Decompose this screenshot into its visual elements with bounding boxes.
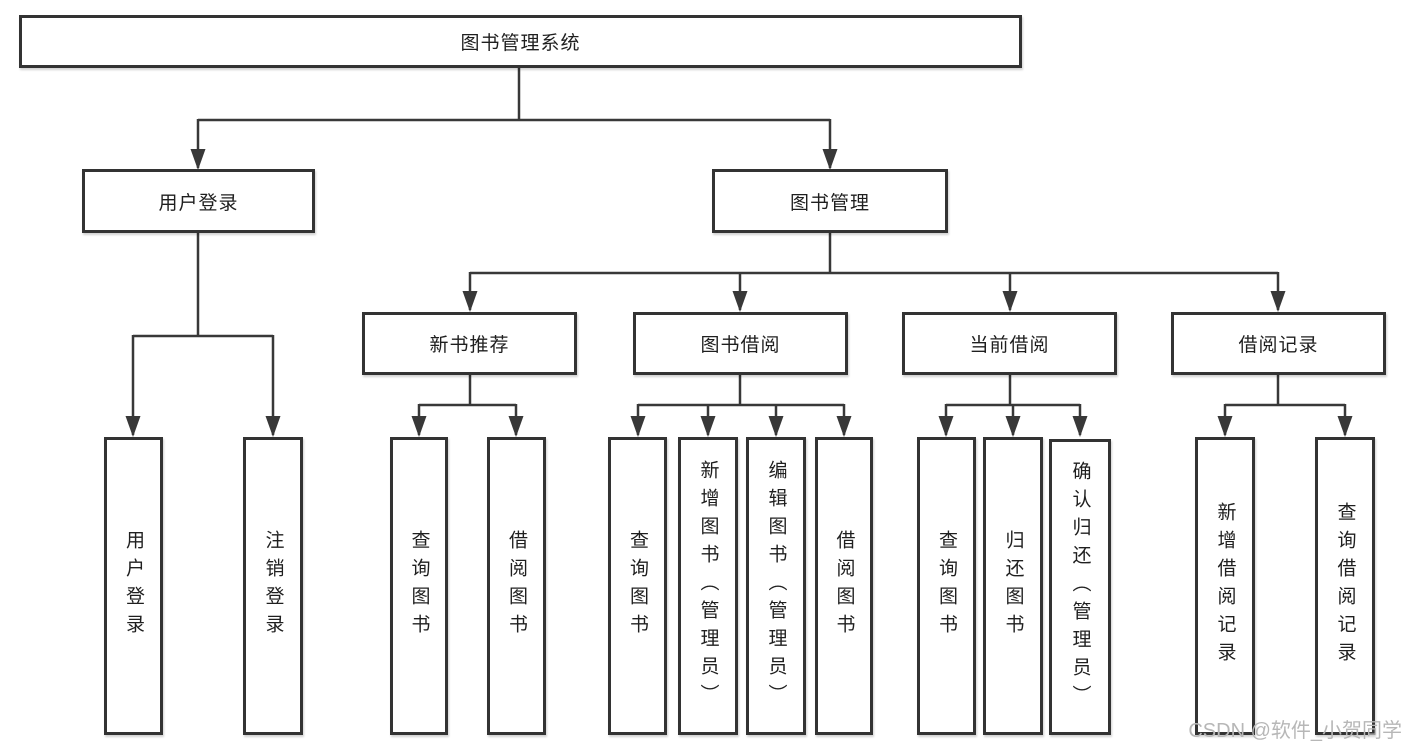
leaf-logout-label: 注销登录 (262, 530, 284, 642)
node-book-borrowing-label: 图书借阅 (700, 335, 781, 356)
leaf-query-books-current: 查询图书 (917, 437, 976, 735)
leaf-query-books-recommend-label: 查询图书 (408, 530, 430, 642)
leaf-confirm-return-admin-label: 确认归还（管理员） (1069, 461, 1091, 713)
leaf-logout: 注销登录 (243, 437, 303, 735)
leaf-return-books: 归还图书 (983, 437, 1043, 735)
csdn-watermark: CSDN @软件_小贺同学 (1188, 720, 1402, 742)
leaf-edit-book-admin-label: 编辑图书（管理员） (765, 460, 787, 712)
node-borrow-records-label: 借阅记录 (1238, 335, 1319, 356)
node-user-login: 用户登录 (82, 169, 315, 233)
arrowheads (125, 149, 1353, 437)
node-current-borrowing-label: 当前借阅 (969, 335, 1050, 356)
leaf-add-book-admin: 新增图书（管理员） (678, 437, 738, 735)
node-new-book-recommend: 新书推荐 (362, 312, 577, 375)
leaf-user-login-label: 用户登录 (123, 530, 144, 642)
leaf-add-borrow-record-label: 新增借阅记录 (1214, 502, 1236, 670)
leaf-confirm-return-admin: 确认归还（管理员） (1049, 439, 1111, 735)
leaf-return-books-label: 归还图书 (1002, 530, 1024, 642)
leaf-borrow-books-recommend: 借阅图书 (487, 437, 546, 735)
node-book-borrowing: 图书借阅 (633, 312, 848, 375)
node-root-label: 图书管理系统 (460, 33, 581, 54)
leaf-query-books-borrowing: 查询图书 (608, 437, 667, 735)
leaf-borrow-books-borrowing-label: 借阅图书 (833, 530, 855, 642)
leaf-user-login: 用户登录 (104, 437, 163, 735)
node-user-login-label: 用户登录 (158, 192, 239, 214)
node-current-borrowing: 当前借阅 (902, 312, 1117, 375)
leaf-add-borrow-record: 新增借阅记录 (1195, 437, 1255, 735)
leaf-query-borrow-record: 查询借阅记录 (1315, 437, 1375, 735)
node-book-management-label: 图书管理 (789, 192, 870, 214)
leaf-edit-book-admin: 编辑图书（管理员） (746, 437, 806, 735)
leaf-query-books-recommend: 查询图书 (390, 437, 448, 735)
leaf-borrow-books-borrowing: 借阅图书 (815, 437, 873, 735)
node-root: 图书管理系统 (19, 15, 1022, 68)
leaf-query-borrow-record-label: 查询借阅记录 (1334, 502, 1356, 670)
node-borrow-records: 借阅记录 (1171, 312, 1386, 375)
node-book-management: 图书管理 (712, 169, 948, 233)
leaf-query-books-borrowing-label: 查询图书 (627, 530, 648, 642)
connector-lines (131, 68, 1347, 435)
leaf-add-book-admin-label: 新增图书（管理员） (697, 460, 719, 712)
node-new-book-recommend-label: 新书推荐 (429, 335, 510, 356)
leaf-query-books-current-label: 查询图书 (936, 530, 957, 642)
leaf-borrow-books-recommend-label: 借阅图书 (506, 530, 527, 642)
